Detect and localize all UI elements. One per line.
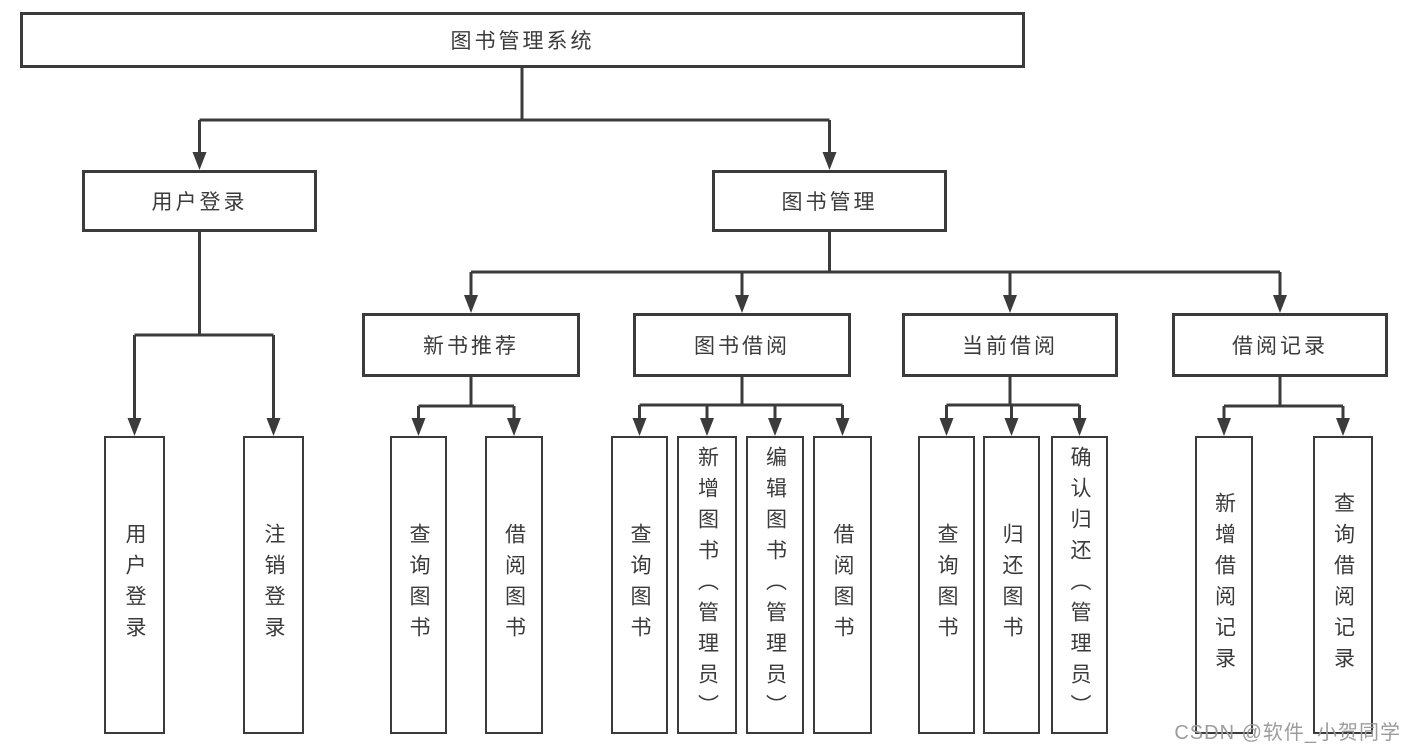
leaf-current-confirm-return-admin-label: 确认归还（管理员） xyxy=(1068,445,1091,725)
leaf-logout: 注销登录 xyxy=(243,436,304,734)
leaf-borrowing-edit-books-admin: 编辑图书（管理员） xyxy=(746,436,804,734)
leaf-newbooks-borrow-books-label: 借阅图书 xyxy=(502,523,526,647)
leaf-borrowing-add-books-admin: 新增图书（管理员） xyxy=(677,436,737,734)
node-system-root-label: 图书管理系统 xyxy=(450,30,595,53)
node-borrow-records: 借阅记录 xyxy=(1172,313,1388,377)
leaf-records-add-record-label: 新增借阅记录 xyxy=(1212,492,1236,678)
node-user-login-branch: 用户登录 xyxy=(82,170,317,232)
leaf-current-return-books: 归还图书 xyxy=(983,436,1040,734)
leaf-newbooks-borrow-books: 借阅图书 xyxy=(485,436,543,734)
leaf-current-confirm-return-admin: 确认归还（管理员） xyxy=(1051,436,1108,734)
connector-book-management-to-modules xyxy=(464,232,1287,313)
node-borrow-records-label: 借阅记录 xyxy=(1232,335,1328,358)
leaf-current-query-books: 查询图书 xyxy=(918,436,975,734)
node-book-management: 图书管理 xyxy=(712,170,947,232)
leaf-user-login: 用户登录 xyxy=(104,436,165,734)
leaf-current-return-books-label: 归还图书 xyxy=(1000,523,1023,647)
node-new-books-label: 新书推荐 xyxy=(423,335,519,358)
connector-borrow-records-to-leaves xyxy=(1217,377,1350,436)
leaf-borrowing-query-books-label: 查询图书 xyxy=(628,523,651,647)
leaf-borrowing-borrow-books: 借阅图书 xyxy=(813,436,872,734)
leaf-records-query-record: 查询借阅记录 xyxy=(1313,436,1373,734)
leaf-current-query-books-label: 查询图书 xyxy=(935,523,958,647)
leaf-records-add-record: 新增借阅记录 xyxy=(1195,436,1253,734)
node-book-borrowing: 图书借阅 xyxy=(633,313,851,377)
leaf-borrowing-edit-books-admin-label: 编辑图书（管理员） xyxy=(763,445,787,725)
leaf-borrowing-query-books: 查询图书 xyxy=(611,436,668,734)
connector-book-borrowing-to-leaves xyxy=(632,377,850,436)
leaf-logout-label: 注销登录 xyxy=(262,523,285,647)
leaf-records-query-record-label: 查询借阅记录 xyxy=(1331,492,1355,678)
leaf-borrowing-borrow-books-label: 借阅图书 xyxy=(831,523,854,647)
csdn-watermark: CSDN @软件_小贺同学 xyxy=(1174,722,1401,744)
node-system-root: 图书管理系统 xyxy=(20,12,1025,68)
node-user-login-branch-label: 用户登录 xyxy=(151,191,248,214)
leaf-newbooks-query-books: 查询图书 xyxy=(390,436,447,734)
node-new-books: 新书推荐 xyxy=(362,313,580,377)
node-book-borrowing-label: 图书借阅 xyxy=(694,335,790,358)
node-book-management-label: 图书管理 xyxy=(781,191,878,214)
connector-new-books-to-leaves xyxy=(411,377,521,436)
connector-root-to-level2 xyxy=(192,68,837,170)
leaf-newbooks-query-books-label: 查询图书 xyxy=(407,523,430,647)
node-current-borrowing-label: 当前借阅 xyxy=(962,335,1058,358)
leaf-borrowing-add-books-admin-label: 新增图书（管理员） xyxy=(695,445,719,725)
connector-current-borrowing-to-leaves xyxy=(939,377,1087,436)
leaf-user-login-label: 用户登录 xyxy=(123,523,146,647)
connector-user-login-to-leaves xyxy=(127,232,281,436)
node-current-borrowing: 当前借阅 xyxy=(902,313,1118,377)
